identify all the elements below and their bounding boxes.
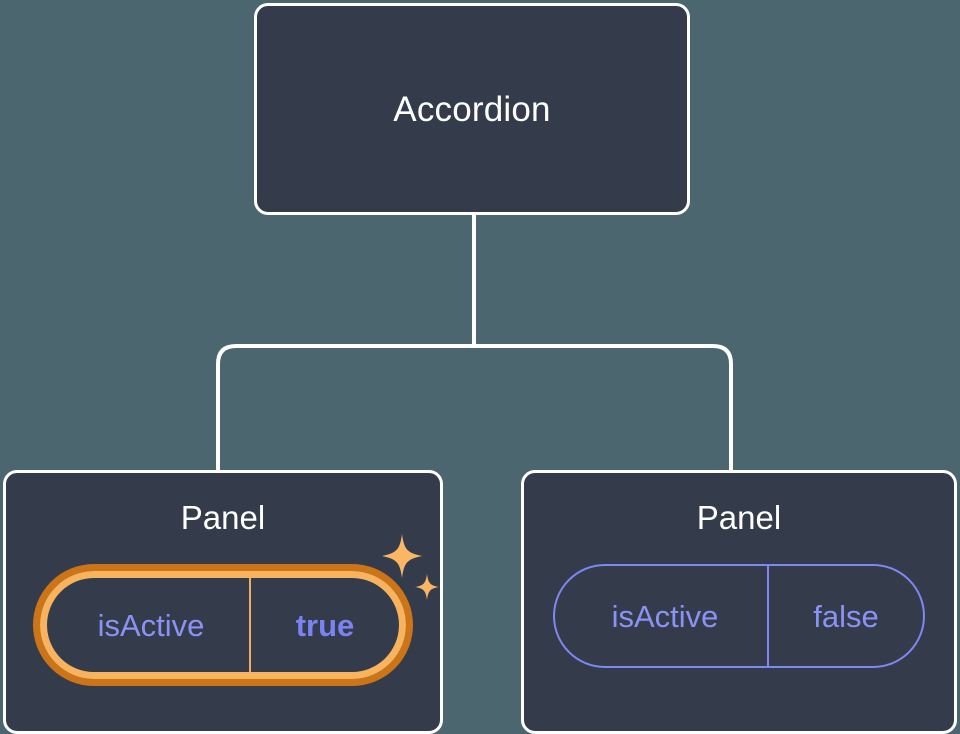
node-label-panel-inactive: Panel: [696, 499, 782, 536]
pill-ring-outer: [33, 564, 413, 686]
node-label-accordion: Accordion: [393, 89, 551, 129]
edge-branch-right: [474, 344, 733, 470]
prop-key-isactive: isActive: [555, 566, 769, 666]
tree-node-accordion[interactable]: Accordion: [254, 3, 690, 215]
prop-value-true: true: [295, 607, 355, 643]
prop-pill-isactive-true[interactable]: isActive true: [33, 564, 413, 686]
edge-branch-left: [216, 344, 474, 470]
tree-node-panel-inactive[interactable]: Panel isActive false: [521, 470, 957, 734]
prop-key-isactive: isActive: [47, 578, 251, 672]
prop-pill-isactive-false[interactable]: isActive false: [553, 564, 925, 668]
node-label-panel-active: Panel: [180, 499, 266, 536]
prop-value-false: false: [813, 598, 879, 634]
pill-body: isActive true: [47, 578, 399, 672]
pill-ring-inner: [40, 571, 406, 679]
tree-node-panel-active[interactable]: Panel isActive true: [3, 470, 443, 734]
